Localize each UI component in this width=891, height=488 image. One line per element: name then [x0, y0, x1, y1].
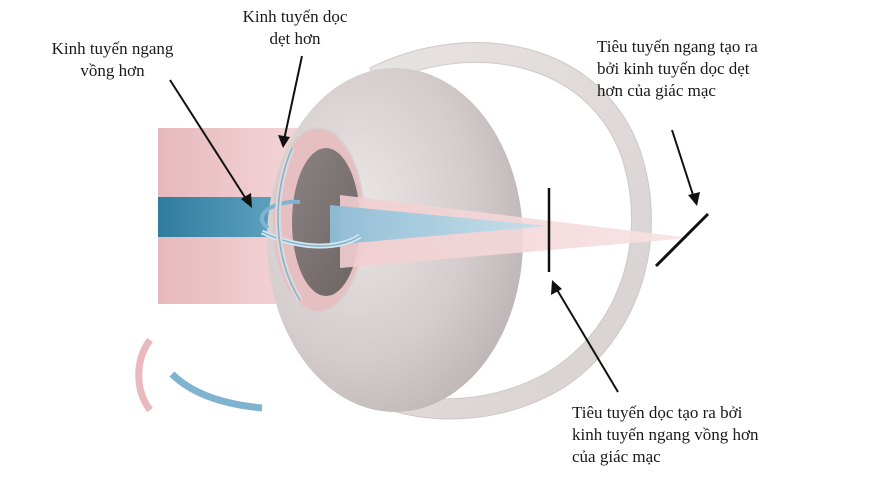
arrow-vertical-meridian — [283, 55, 303, 141]
blue-lens-fragment — [169, 371, 263, 412]
arrowhead-vertical-focal-line — [551, 280, 562, 295]
label-horizontal-meridian-line1: Kinh tuyến ngang — [51, 39, 174, 58]
arrowhead-vertical-meridian — [278, 135, 290, 148]
arrow-horizontal-focal-line — [671, 129, 695, 199]
label-vertical-focal-line: Tiêu tuyến dọc tạo ra bởi kinh tuyến nga… — [572, 402, 832, 468]
pink-lens-fragment — [135, 337, 153, 413]
label-vertical-meridian-line1: Kinh tuyến dọc — [242, 7, 348, 26]
vertical-meridian-arc-edge — [277, 147, 301, 301]
arrow-horizontal-meridian — [169, 79, 249, 203]
label-vertical-focal-line-line2: kinh tuyến ngang vồng hơn — [572, 425, 759, 444]
label-horizontal-focal-line-line2: bởi kinh tuyến dọc dẹt — [597, 59, 750, 78]
label-vertical-meridian: Kinh tuyến dọc dẹt hơn — [220, 6, 370, 50]
arrowhead-horizontal-focal-line — [688, 192, 700, 206]
label-vertical-meridian-line2: dẹt hơn — [269, 29, 321, 48]
label-vertical-focal-line-line3: của giác mạc — [572, 447, 661, 466]
arrow-vertical-focal-line — [555, 287, 619, 393]
label-horizontal-meridian: Kinh tuyến ngang vồng hơn — [30, 38, 195, 82]
arrowhead-horizontal-meridian — [241, 193, 252, 208]
label-horizontal-focal-line-line1: Tiêu tuyến ngang tạo ra — [597, 37, 758, 56]
horizontal-meridian-arc — [259, 199, 301, 230]
horizontal-focal-line — [654, 212, 710, 268]
blue-focal-cone — [330, 205, 548, 245]
horizontal-meridian-ring-edge — [261, 231, 361, 247]
label-horizontal-focal-line-line3: hơn của giác mạc — [597, 81, 716, 100]
label-vertical-focal-line-line1: Tiêu tuyến dọc tạo ra bởi — [572, 403, 743, 422]
label-horizontal-focal-line: Tiêu tuyến ngang tạo ra bởi kinh tuyến d… — [597, 36, 837, 102]
label-horizontal-meridian-line2: vồng hơn — [80, 61, 145, 80]
pointer-arrows — [169, 55, 700, 393]
pink-focal-cone — [340, 195, 690, 268]
